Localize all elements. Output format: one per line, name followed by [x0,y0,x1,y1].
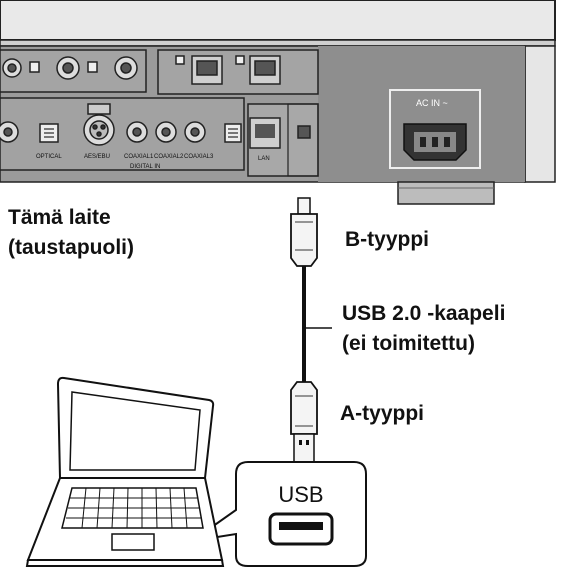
device-side [524,45,556,183]
cable-label-line1: USB 2.0 -kaapeli [342,302,506,325]
panel-text-coaxial2: COAXIAL2 [154,154,184,160]
panel-text-optical: OPTICAL [36,154,62,160]
panel-text-lan: LAN [258,156,270,162]
panel-text-coaxial1: COAXIAL1 [124,154,154,160]
usb-a-plug-metal [293,433,315,463]
usb-cable [290,197,332,463]
panel-text-digital-in: DIGITAL IN [130,164,160,170]
usb-b-port [297,125,311,139]
device-foot [397,181,495,205]
usb-port-label: USB [278,482,323,507]
panel-text-aes-ebu: AES/EBU [84,154,110,160]
usb-port-callout: USB [191,461,367,567]
panel-text-coaxial3: COAXIAL3 [184,154,214,160]
cable-label-line2: (ei toimitettu) [342,332,475,355]
usb-b-plug-body [290,213,318,267]
type-b-label: B-tyyppi [345,228,429,251]
type-a-label: A-tyyppi [340,402,424,425]
device-label-line2: (taustapuoli) [8,236,134,259]
device-label-line1: Tämä laite [8,206,111,229]
laptop-touchpad [111,533,155,551]
device-rear-panel: AC IN ~ AES/EBU COAXIAL1 COAXIAL2 COAXIA… [0,0,556,205]
laptop [25,376,225,567]
panel-text-ac-in: AC IN ~ [416,98,448,108]
device-lid [0,0,556,41]
usb-b-plug-metal [297,197,311,215]
usb-a-plug-body [290,381,318,435]
